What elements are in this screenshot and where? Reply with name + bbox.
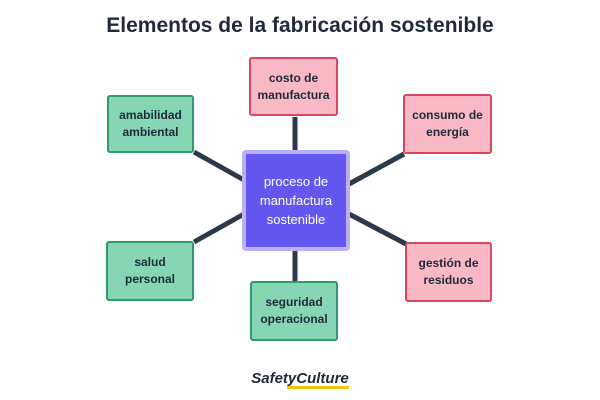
connector-amabilidad	[192, 149, 246, 183]
connector-salud	[192, 211, 246, 245]
connector-gestion	[347, 211, 408, 247]
node-proceso-manufactura-sostenible: proceso de manufactura sostenible	[242, 150, 350, 251]
node-consumo-energia: consumo de energía	[403, 94, 492, 154]
diagram-title: Elementos de la fabricación sostenible	[106, 14, 494, 37]
node-costo-manufactura: costo de manufactura	[249, 57, 338, 116]
node-gestion-residuos: gestión de residuos	[405, 242, 492, 302]
node-seguridad-operacional: seguridad operacional	[250, 281, 338, 341]
safetyculture-logo: SafetyCulture	[0, 370, 600, 389]
node-amabilidad-ambiental: amabilidad ambiental	[107, 95, 194, 153]
logo-text: SafetyCulture	[251, 370, 349, 387]
logo-underline	[286, 386, 349, 389]
node-salud-personal: salud personal	[106, 241, 194, 301]
connector-consumo	[347, 151, 406, 187]
